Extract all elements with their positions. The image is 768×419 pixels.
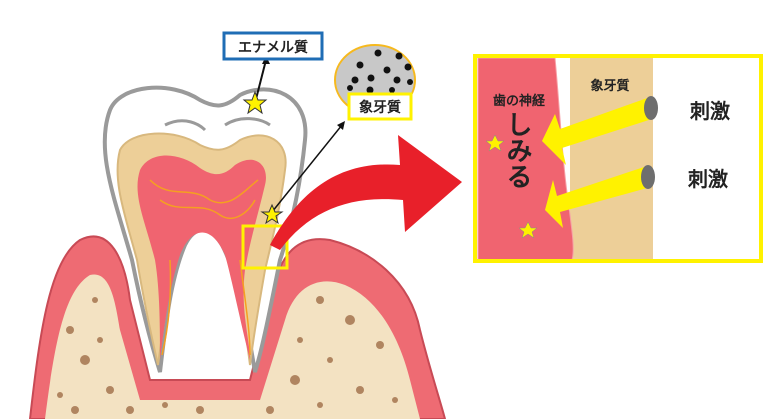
sensitivity-label: しみる	[502, 111, 532, 189]
stimulus-arrow-2	[545, 166, 651, 228]
tooth-pulp	[137, 155, 266, 360]
stimulus-arrow-1	[542, 97, 655, 165]
stimulus-label-2: 刺激	[688, 167, 728, 191]
detail-panel: 歯の神経 象牙質 刺激 刺激 しみる	[473, 54, 763, 263]
dentinal-tubules	[347, 49, 413, 94]
magnify-region-box	[241, 224, 289, 270]
sparkle-icon	[518, 221, 538, 239]
dentin-label: 象牙質	[359, 99, 401, 116]
bone-pores	[57, 296, 398, 414]
bone	[45, 274, 420, 419]
enamel-star-icon	[242, 90, 268, 115]
dentin-star-icon	[260, 203, 284, 225]
svg-text:しみる: しみる	[502, 111, 532, 189]
nerve-fibers	[149, 179, 259, 356]
nerve-label: 歯の神経	[493, 93, 546, 109]
enamel-label: エナメル質	[238, 39, 308, 56]
magnify-arrow	[270, 135, 462, 250]
dentin-label-box	[347, 92, 413, 121]
sparkle-icon	[485, 134, 505, 152]
enamel-label-box	[222, 31, 324, 61]
stimulus-label-1: 刺激	[690, 99, 730, 123]
panel-dentin-label: 象牙質	[590, 78, 629, 94]
